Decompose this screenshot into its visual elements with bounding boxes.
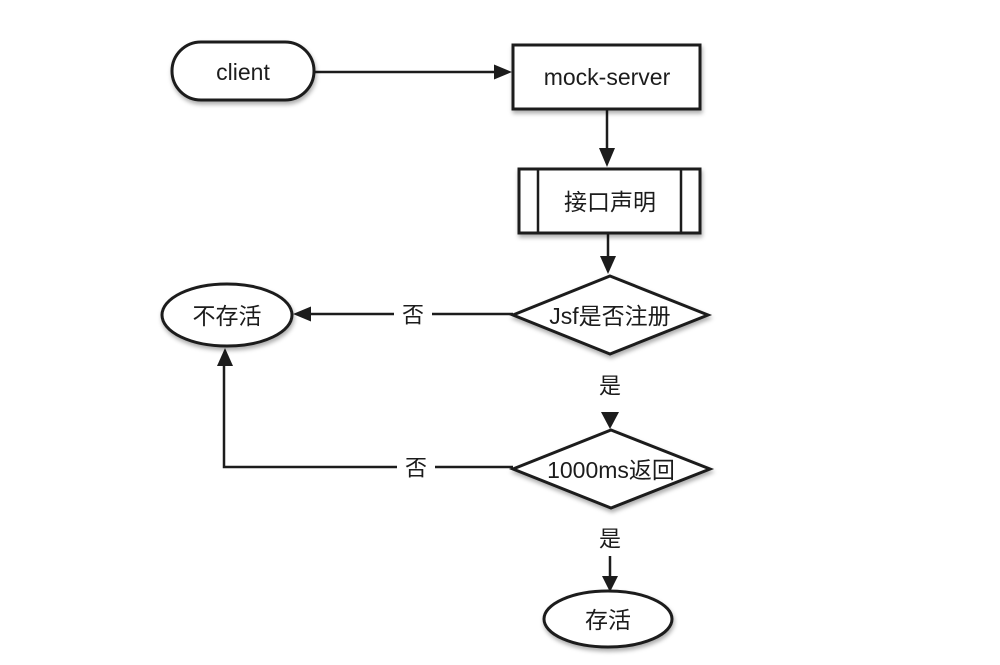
arrowhead-down-icon: [602, 576, 618, 592]
edge-label-no: 否: [405, 456, 427, 481]
node-jsf-registered-label: Jsf是否注册: [549, 303, 670, 329]
node-mock-server-label: mock-server: [544, 64, 671, 90]
node-client: client: [170, 40, 316, 102]
edge-elbow-line: [222, 364, 513, 469]
arrowhead-down-icon: [600, 256, 616, 274]
edge-client-to-mockserver: [314, 64, 512, 80]
node-client-label: client: [216, 59, 270, 85]
node-not-alive: 不存活: [160, 282, 294, 348]
edge-label-yes: 是: [599, 374, 621, 399]
node-alive: 存活: [542, 589, 674, 649]
node-alive-label: 存活: [585, 607, 631, 633]
edge-msreturn-no-to-notalive: 否: [217, 348, 513, 481]
edge-msreturn-yes-to-alive: 是: [599, 527, 621, 592]
edge-label-no: 否: [402, 303, 424, 328]
arrowhead-left-icon: [293, 306, 311, 322]
terminator-shape: [160, 282, 294, 348]
node-interface-declaration: 接口声明: [517, 167, 702, 235]
node-jsf-registered-decision: Jsf是否注册: [508, 274, 713, 356]
terminator-shape: [170, 40, 316, 102]
arrowhead-down-icon: [601, 412, 619, 429]
arrowhead-down-icon: [599, 148, 615, 167]
decision-shape: [508, 274, 713, 356]
edge-mockserver-to-interface: [599, 109, 615, 167]
node-1000ms-return-label: 1000ms返回: [547, 457, 675, 483]
arrowhead-up-icon: [217, 348, 233, 366]
predefined-process-shape: [517, 167, 702, 235]
decision-shape: [508, 428, 715, 510]
edge-interface-to-jsf: [600, 233, 616, 274]
edge-label-yes: 是: [599, 527, 621, 552]
terminator-shape: [542, 589, 674, 649]
node-mock-server: mock-server: [511, 43, 702, 111]
arrowhead-right-icon: [494, 64, 512, 80]
node-1000ms-return-decision: 1000ms返回: [508, 428, 715, 510]
edge-label-backing: [394, 300, 432, 328]
node-interface-declaration-label: 接口声明: [564, 189, 656, 215]
process-shape: [511, 43, 702, 111]
node-not-alive-label: 不存活: [193, 303, 262, 329]
edge-jsf-no-to-notalive: 否: [293, 300, 513, 328]
edge-label-backing: [397, 453, 435, 481]
edge-jsf-yes-to-msreturn: 是: [599, 374, 621, 429]
